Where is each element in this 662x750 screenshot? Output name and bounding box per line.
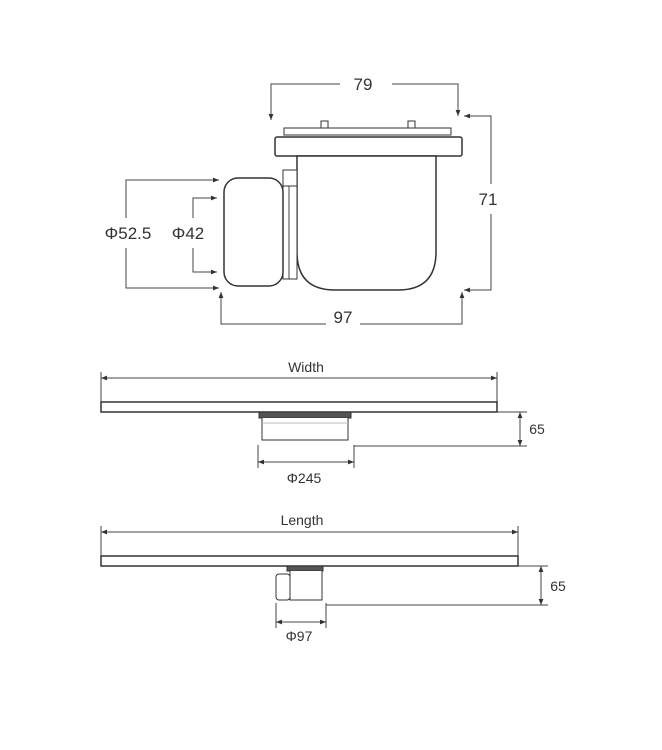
dim-79-right [392,83,461,116]
dim-97-right [360,292,465,325]
width-trap-body [261,418,349,441]
dim-97-left [220,292,326,325]
outlet-pipe [223,177,284,287]
outlet-collar [282,169,298,187]
dim-42-label: Φ42 [172,224,204,243]
dim-52-bottom [125,248,219,291]
length-trap-body [289,571,323,601]
grate-tab-right [407,120,416,129]
grate-tab-left [320,120,329,129]
length-view: Length 65 Φ97 [100,512,566,644]
length-trap-outlet [275,573,291,601]
length-65-label: 65 [550,578,566,594]
length-dia-label: Φ97 [286,628,313,644]
length-channel [100,555,519,567]
width-channel [100,401,498,413]
width-65-label: 65 [529,421,545,437]
length-trap-flange [286,565,324,572]
width-trap-flange [258,411,352,419]
width-view: Width 65 Φ245 [100,359,545,486]
dim-52-label: Φ52.5 [105,224,152,243]
length-label: Length [281,512,324,528]
dim-42-top [192,197,217,218]
dim-71-bottom [464,214,492,293]
side-view: 79 71 97 Φ52.5 Φ42 [105,75,498,327]
dim-42-bottom [192,248,217,275]
dim-52-top [125,179,219,218]
dim-97-label: 97 [334,308,353,327]
dim-79-left [270,83,340,120]
dim-71-label: 71 [479,190,498,209]
grate-plate [283,127,452,136]
width-dia-label: Φ245 [287,470,322,486]
dim-71-top [464,115,492,184]
trap-body [296,155,437,291]
dim-79-label: 79 [354,75,373,94]
width-label: Width [288,359,324,375]
outlet-neck [282,185,298,280]
trap-flange [274,136,463,157]
